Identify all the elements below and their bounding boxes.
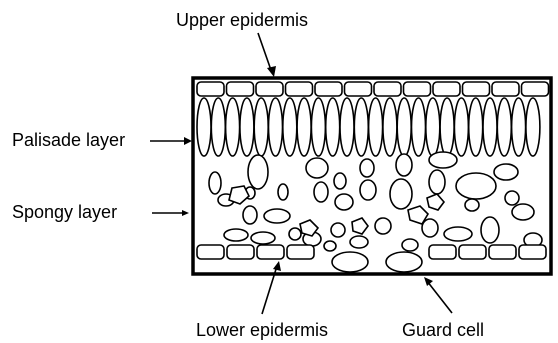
spongy-cell: [314, 182, 328, 202]
spongy-cell: [243, 206, 257, 224]
lower-epidermis-cell: [197, 245, 224, 259]
palisade-cell: [197, 98, 211, 156]
spongy-cell: [444, 227, 472, 241]
lower-epidermis-cell: [227, 245, 254, 259]
lower-epidermis-cell: [519, 245, 546, 259]
palisade-cell: [297, 98, 311, 156]
spongy-cell: [456, 173, 496, 199]
palisade-cell: [369, 98, 383, 156]
label-palisade-layer: Palisade layer: [12, 130, 125, 150]
label-spongy-layer: Spongy layer: [12, 202, 117, 222]
palisade-cells: [197, 98, 540, 156]
spongy-cell: [350, 236, 368, 248]
label-lower-epidermis: Lower epidermis: [196, 320, 328, 340]
lower-epidermis-cell: [459, 245, 486, 259]
palisade-cell: [211, 98, 225, 156]
upper-epidermis-cell: [433, 82, 460, 96]
palisade-cell: [469, 98, 483, 156]
spongy-cells: [209, 152, 542, 251]
arrow-spongy-layer: [152, 210, 189, 216]
palisade-cell: [326, 98, 340, 156]
spongy-cell: [360, 180, 376, 200]
spongy-cell: [289, 228, 301, 240]
spongy-cell: [331, 223, 345, 237]
label-guard-cell: Guard cell: [402, 320, 484, 340]
arrow-guard-cell: [424, 277, 452, 313]
palisade-cell: [254, 98, 268, 156]
spongy-cell: [465, 199, 479, 211]
upper-epidermis-cells: [197, 82, 549, 96]
upper-epidermis-cell: [404, 82, 431, 96]
palisade-cell: [426, 98, 440, 156]
spongy-cell: [505, 191, 519, 205]
spongy-cell: [494, 164, 518, 180]
palisade-cell: [240, 98, 254, 156]
spongy-cell: [422, 219, 438, 237]
upper-epidermis-cell: [286, 82, 313, 96]
spongy-cell: [429, 170, 445, 194]
spongy-cell: [264, 209, 290, 223]
palisade-cell: [397, 98, 411, 156]
spongy-cell: [396, 154, 412, 176]
palisade-cell: [311, 98, 325, 156]
palisade-cell: [440, 98, 454, 156]
palisade-cell: [412, 98, 426, 156]
upper-epidermis-cell: [256, 82, 283, 96]
lower-epidermis-cell: [429, 245, 456, 259]
upper-epidermis-cell: [227, 82, 254, 96]
arrow-lower-epidermis: [262, 261, 281, 314]
guard-cell: [332, 252, 368, 272]
upper-epidermis-cell: [492, 82, 519, 96]
guard-cells: [332, 252, 422, 272]
upper-epidermis-cell: [522, 82, 549, 96]
palisade-cell: [497, 98, 511, 156]
palisade-cell: [283, 98, 297, 156]
spongy-cell: [481, 217, 499, 243]
spongy-cell: [335, 194, 353, 210]
palisade-cell: [269, 98, 283, 156]
spongy-cell: [512, 204, 534, 220]
arrow-upper-epidermis: [258, 33, 276, 77]
lower-epidermis-cell: [257, 245, 284, 259]
spongy-cell: [360, 159, 374, 177]
spongy-cell: [229, 186, 249, 204]
palisade-cell: [526, 98, 540, 156]
upper-epidermis-cell: [463, 82, 490, 96]
spongy-cell: [278, 184, 288, 200]
palisade-cell: [383, 98, 397, 156]
palisade-cell: [354, 98, 368, 156]
spongy-cell: [334, 173, 346, 189]
spongy-cell: [251, 232, 275, 244]
spongy-cell: [390, 179, 412, 209]
spongy-cell: [324, 241, 336, 251]
upper-epidermis-cell: [374, 82, 401, 96]
upper-epidermis-cell: [197, 82, 224, 96]
spongy-cell: [224, 229, 248, 241]
palisade-cell: [226, 98, 240, 156]
upper-epidermis-cell: [315, 82, 342, 96]
lower-epidermis-cells: [197, 245, 546, 259]
spongy-cell: [209, 172, 221, 194]
palisade-cell: [340, 98, 354, 156]
label-upper-epidermis: Upper epidermis: [176, 10, 308, 30]
spongy-cell: [352, 218, 368, 234]
upper-epidermis-cell: [345, 82, 372, 96]
lower-epidermis-cell: [287, 245, 314, 259]
palisade-cell: [454, 98, 468, 156]
palisade-cell: [512, 98, 526, 156]
palisade-cell: [483, 98, 497, 156]
lower-epidermis-cell: [489, 245, 516, 259]
spongy-cell: [427, 194, 444, 210]
spongy-cell: [306, 158, 328, 178]
spongy-cell: [375, 218, 391, 234]
guard-cell: [386, 252, 422, 272]
arrow-palisade-layer: [150, 137, 192, 145]
spongy-cell: [248, 155, 268, 189]
spongy-cell: [429, 152, 457, 168]
spongy-cell: [402, 239, 418, 251]
